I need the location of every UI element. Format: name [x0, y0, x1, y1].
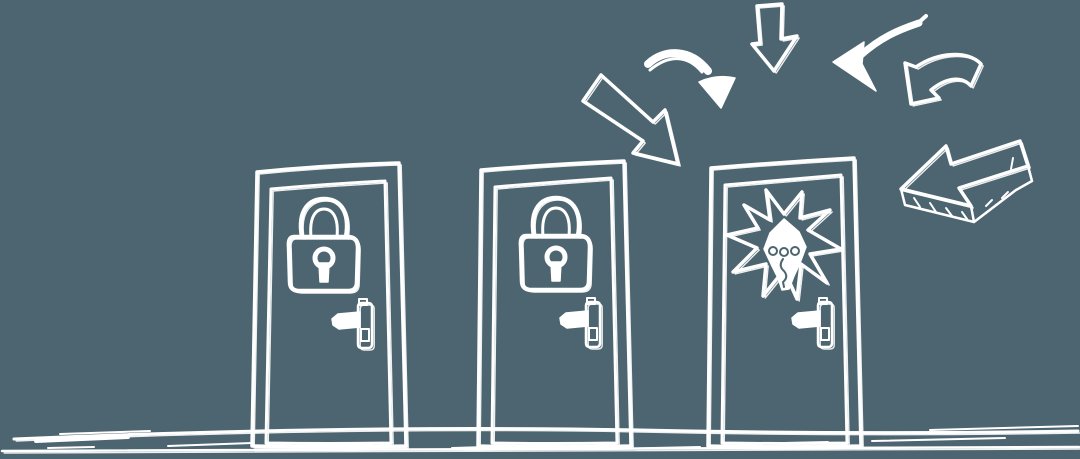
arrow-curved-solid-icon: [644, 49, 736, 109]
arrow-down-right-outline-icon: [581, 73, 680, 166]
sketch-ghost-line: [267, 182, 394, 447]
door-handle: [558, 296, 604, 351]
lightbulb-icon: [763, 218, 807, 291]
door-frame: [250, 161, 408, 449]
padlock-icon: [521, 198, 592, 292]
ground-stroke-upper: [12, 427, 1080, 441]
sketch-ghost-line: [493, 179, 620, 447]
lightbulb-filament: [768, 246, 800, 288]
filament-loop: [790, 246, 800, 256]
lightbulb-glass: [763, 218, 807, 291]
arrow-head: [832, 41, 877, 92]
arrow-tail-sketch: [648, 57, 704, 74]
door-handle: [330, 297, 376, 352]
arrow-down-outline-icon: [750, 2, 799, 73]
arrow-depth-edges: [899, 164, 1034, 224]
sketch-ghost-line: [709, 159, 864, 450]
sketch-ghost-line: [723, 176, 850, 447]
idea-burst: [725, 188, 843, 301]
arrow-front-face: [899, 139, 1030, 208]
door-panel: [490, 176, 619, 445]
filament-loop: [779, 247, 789, 257]
arrow-tail: [644, 49, 712, 75]
arrow-swoosh-solid-icon: [832, 14, 928, 92]
padlock-icon: [289, 199, 360, 293]
arrow-tail-flick: [915, 14, 928, 26]
door-panel: [264, 179, 393, 445]
arrow-curl-outline-icon: [903, 52, 983, 106]
ground-line: [0, 425, 1080, 454]
door-idea-3: [706, 156, 864, 450]
arrow-3d-left-outline-icon: [899, 139, 1034, 224]
arrow-depth-hatching: [913, 157, 1014, 220]
filament-squiggle: [779, 258, 788, 288]
arrow-tail: [857, 19, 923, 59]
sketch-ghost-line: [753, 5, 800, 74]
arrow-head: [698, 75, 736, 109]
door-frame: [476, 159, 633, 449]
door-locked-1: [250, 161, 409, 450]
sketch-ghost-line: [728, 191, 844, 302]
sketch-ghost-line: [15, 429, 1080, 442]
door-handle: [790, 296, 836, 351]
sketch-ghost-line: [479, 162, 634, 450]
filament-loop: [768, 246, 778, 256]
arrows: [581, 2, 1034, 224]
door-locked-2: [476, 159, 634, 450]
door-panel: [720, 173, 849, 445]
door-frame: [706, 156, 863, 449]
sketch-ghost-line: [253, 164, 409, 450]
ground-stroke-left-thick: [34, 435, 130, 443]
